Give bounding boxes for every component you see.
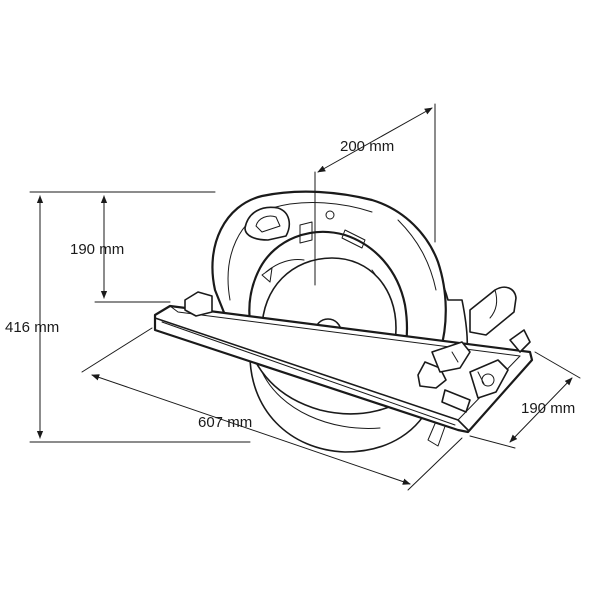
width-190-arrow (509, 377, 573, 443)
label-200mm: 200 mm (340, 138, 394, 155)
saw-illustration (153, 190, 534, 453)
label-607mm: 607 mm (198, 414, 252, 431)
front-bracket (184, 291, 213, 317)
dimension-lines (29, 103, 581, 491)
label-416mm: 416 mm (5, 319, 59, 336)
guard-knob (244, 206, 291, 241)
label-190mm-height: 190 mm (70, 241, 124, 258)
base-plate (153, 304, 534, 434)
rear-grip (469, 286, 517, 336)
label-190mm-width: 190 mm (521, 400, 575, 417)
depth-200-arrow (317, 107, 433, 173)
dimension-labels: 416 mm 190 mm 200 mm 607 mm 190 mm (5, 138, 575, 431)
length-607-arrow (91, 374, 411, 485)
